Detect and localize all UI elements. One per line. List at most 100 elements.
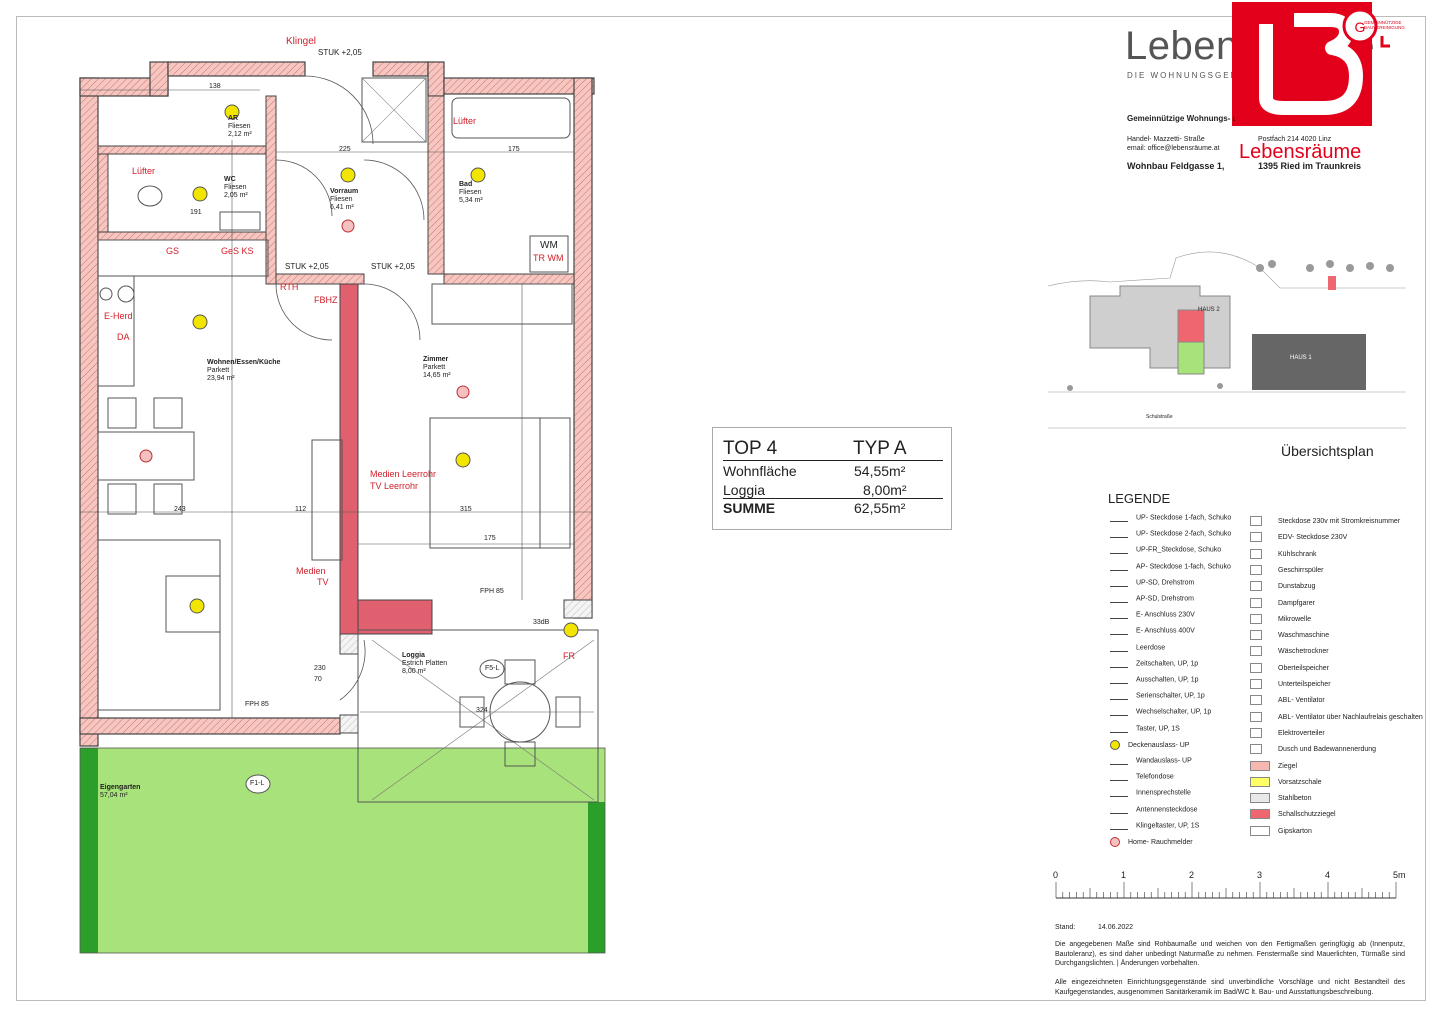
legend-symbol-icon <box>1110 578 1128 587</box>
summary-type: TYP A <box>853 438 907 459</box>
scale-label: 1 <box>1121 870 1127 880</box>
legend-symbol-icon <box>1110 756 1128 765</box>
label-luefter-bad: Lüfter <box>453 116 477 126</box>
legend-item: Wandauslass- UP <box>1110 756 1192 765</box>
label-dim-253: 70 <box>314 676 322 683</box>
legend-symbol-icon <box>1110 724 1128 733</box>
legend-label: UP- Steckdose 1-fach, Schuko <box>1136 514 1232 522</box>
room-garten: Eigengarten 57,04 m² <box>100 784 141 799</box>
project-place: 1395 Ried im Traunkreis <box>1258 161 1362 171</box>
legend-label: UP- Steckdose 2-fach, Schuko <box>1136 530 1232 538</box>
legend-symbol-icon <box>1250 597 1262 608</box>
scale-label: 3 <box>1257 870 1263 880</box>
summary-row-loggia-value: 8,00m² <box>863 482 907 498</box>
legend-symbol-icon <box>1110 643 1128 652</box>
summary-row-wohnflaeche-label: Wohnfläche <box>723 463 797 479</box>
legend-symbol-icon <box>1110 805 1128 814</box>
room-wohnen: Wohnen/Essen/Küche Parkett 23,94 m² <box>207 359 281 382</box>
legend-symbol-icon <box>1250 727 1262 738</box>
label-fph85-wohnen: FPH 85 <box>245 701 269 708</box>
legend-label: AP- Steckdose 1-fach, Schuko <box>1136 562 1231 570</box>
legend-label: Dusch und Badewannenerdung <box>1278 746 1377 754</box>
legend-label: Leerdose <box>1136 643 1166 651</box>
legend-symbol-icon <box>1250 532 1262 543</box>
label-dim-324: 324 <box>476 707 488 714</box>
legend-item: Kühlschrank <box>1250 548 1317 559</box>
legend-item: Ziegel <box>1250 760 1298 771</box>
legend-item: Dampfgarer <box>1250 597 1315 608</box>
legend-label: Dunstabzug <box>1278 583 1316 591</box>
label-gs: GS <box>166 246 180 256</box>
stand-date: 14.06.2022 <box>1098 924 1134 931</box>
legend-item: Telefondose <box>1110 772 1174 782</box>
legend-item: Oberteilspeicher <box>1250 662 1329 673</box>
label-luefter-wc: Lüfter <box>132 166 156 176</box>
label-dim-243: 243 <box>174 506 186 513</box>
legend-label: Vorsatzschale <box>1278 778 1322 786</box>
label-dim-175b: 175 <box>484 535 496 542</box>
room-bad: Bad Fliesen 5,34 m² <box>459 181 483 204</box>
garden-area <box>80 748 605 953</box>
site-haus1: HAUS 1 <box>1290 355 1312 361</box>
legend-symbol-icon <box>1110 513 1128 522</box>
legend-label: AP-SD, Drehstrom <box>1136 595 1194 603</box>
legend-symbol-icon <box>1250 776 1270 787</box>
legend-symbol-icon <box>1110 837 1120 847</box>
label-dim-110: 230 <box>314 665 326 672</box>
legend-label: Schallschutzziegel <box>1278 811 1336 819</box>
legend-label: Stahlbeton <box>1278 794 1312 802</box>
legend-item: Unterteilspeicher <box>1250 679 1331 689</box>
room-ar: AR Fliesen 2,12 m² <box>228 115 252 138</box>
legend-symbol-icon <box>1250 581 1262 592</box>
legend-item: UP-SD, Drehstrom <box>1110 578 1194 587</box>
legend-label: Deckenauslass- UP <box>1128 741 1190 749</box>
floor-plan <box>79 61 606 954</box>
legend-item: Vorsatzschale <box>1250 776 1322 787</box>
label-dim-175: 175 <box>508 146 520 153</box>
legend-item: Antennensteckdose <box>1110 805 1198 814</box>
label-wm: WM <box>540 240 558 251</box>
legend-symbol-icon <box>1110 772 1128 782</box>
wc-sink <box>219 211 261 231</box>
legend-item: Zeitschalten, UP, 1p <box>1110 659 1198 668</box>
legend-symbol-icon <box>1110 545 1128 555</box>
legend-symbol-icon <box>1250 630 1262 641</box>
label-medien: Medien <box>296 566 326 576</box>
legend-label: Wechselschalter, UP, 1p <box>1136 708 1212 716</box>
label-dim-191: 191 <box>190 209 202 216</box>
label-klingel: Klingel <box>286 36 317 47</box>
tv-board <box>311 439 343 561</box>
room-wc: WC Fliesen 2,05 m² <box>224 176 248 199</box>
label-f1l: F1-L <box>250 780 265 787</box>
label-dim-112: 112 <box>295 506 307 513</box>
legend-item: Schallschutzziegel <box>1250 809 1336 820</box>
legend-label: Taster, UP, 1S <box>1136 724 1180 732</box>
legend-label: Home- Rauchmelder <box>1128 838 1193 846</box>
logo-corner-text: GEMEINNÜTZIGE BAUVEREINIGUNG <box>1364 20 1405 30</box>
legend-item: Deckenauslass- UP <box>1110 739 1190 750</box>
label-tr-wm: TR WM <box>533 253 564 263</box>
legend-symbol-icon <box>1110 562 1128 571</box>
legend-label: Antennensteckdose <box>1136 805 1198 813</box>
legend-item: ABL- Ventilator <box>1250 695 1325 706</box>
label-f5l: F5-L <box>485 665 500 672</box>
label-dim-225: 225 <box>339 146 351 153</box>
legend-label: E- Anschluss 230V <box>1136 611 1195 619</box>
window-tag-f1l <box>245 774 271 794</box>
legend-symbol-icon <box>1110 626 1128 636</box>
legend-label: Waschmaschine <box>1278 631 1330 639</box>
legend-item: Klingeltaster, UP, 1S <box>1110 821 1199 830</box>
legend-label: EDV- Steckdose 230V <box>1278 534 1348 542</box>
legend-label: Mikrowelle <box>1278 615 1312 623</box>
legend-symbol-icon <box>1250 809 1270 820</box>
room-vorraum: Vorraum Fliesen 6,41 m² <box>330 188 359 211</box>
label-stuk-1: STUK +2,05 <box>285 262 329 271</box>
scale-label: 2 <box>1189 870 1195 880</box>
legend-item: Waschmaschine <box>1250 630 1330 641</box>
legend-symbol-icon <box>1250 793 1270 804</box>
legend-label: Kühlschrank <box>1278 550 1317 558</box>
legend-label: Ziegel <box>1278 762 1298 770</box>
legend-item: Wäschetrockner <box>1250 646 1329 657</box>
legend-symbol-icon <box>1110 529 1128 539</box>
legend-symbol-icon <box>1110 659 1128 668</box>
